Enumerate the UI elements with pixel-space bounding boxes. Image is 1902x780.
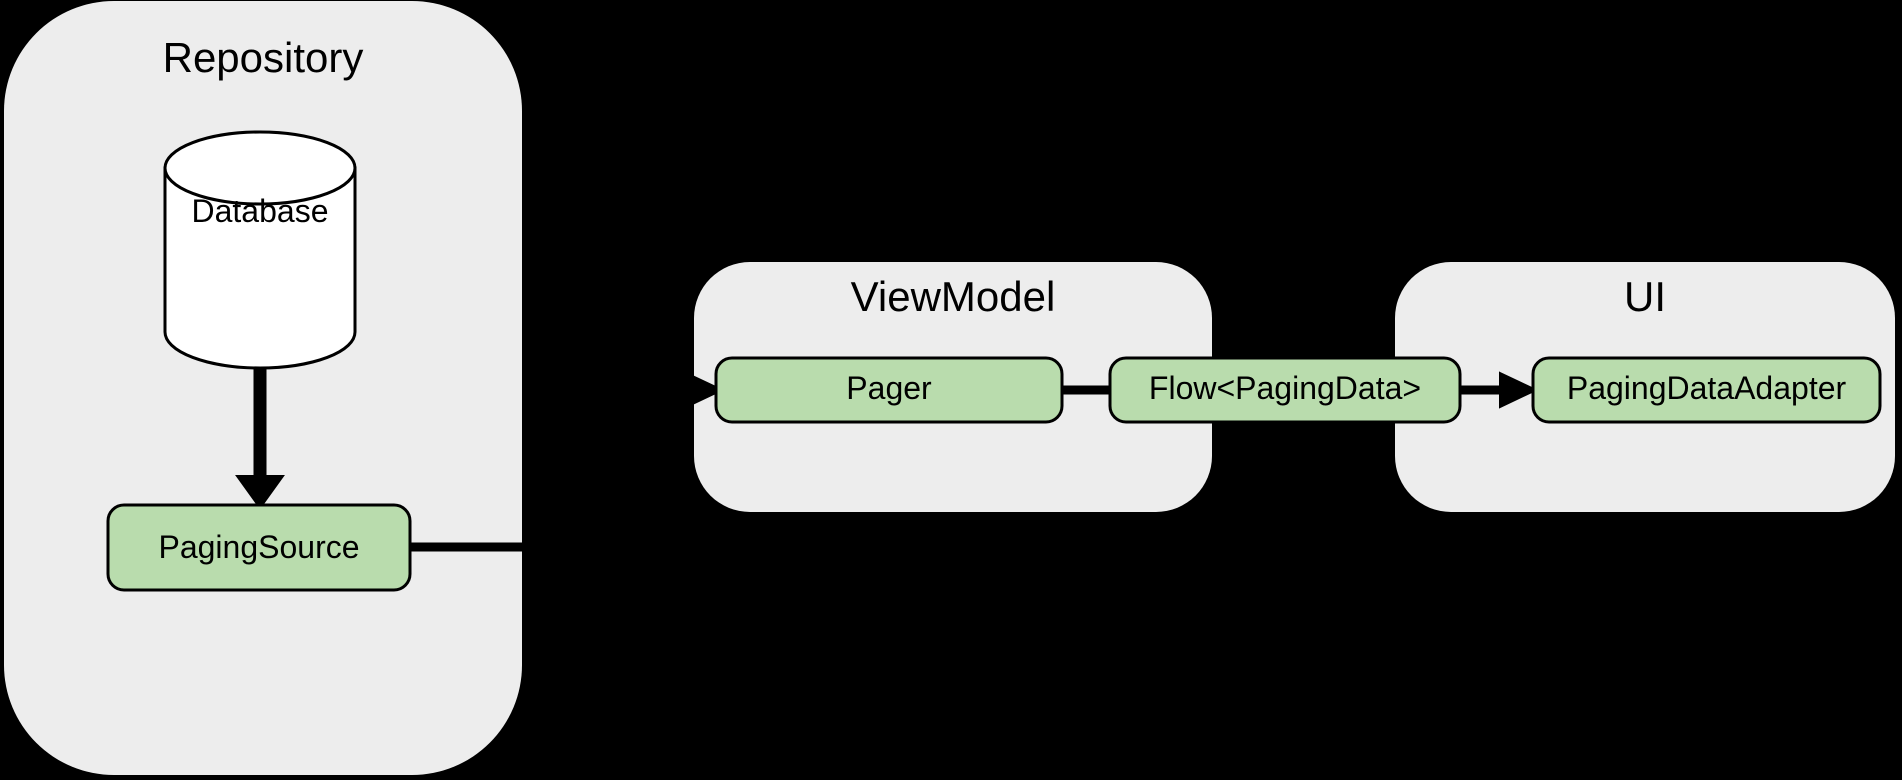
node-database[interactable]: [163, 130, 357, 370]
edge-database-to-pagingsource: [235, 368, 285, 510]
node-flow[interactable]: [1108, 356, 1462, 424]
edge-pagingsource-to-pager: [410, 371, 725, 552]
node-pagingsource[interactable]: [106, 503, 412, 592]
node-adapter[interactable]: [1531, 356, 1882, 424]
edge-flow-to-adapter: [1460, 371, 1539, 409]
node-pager[interactable]: [714, 356, 1064, 424]
